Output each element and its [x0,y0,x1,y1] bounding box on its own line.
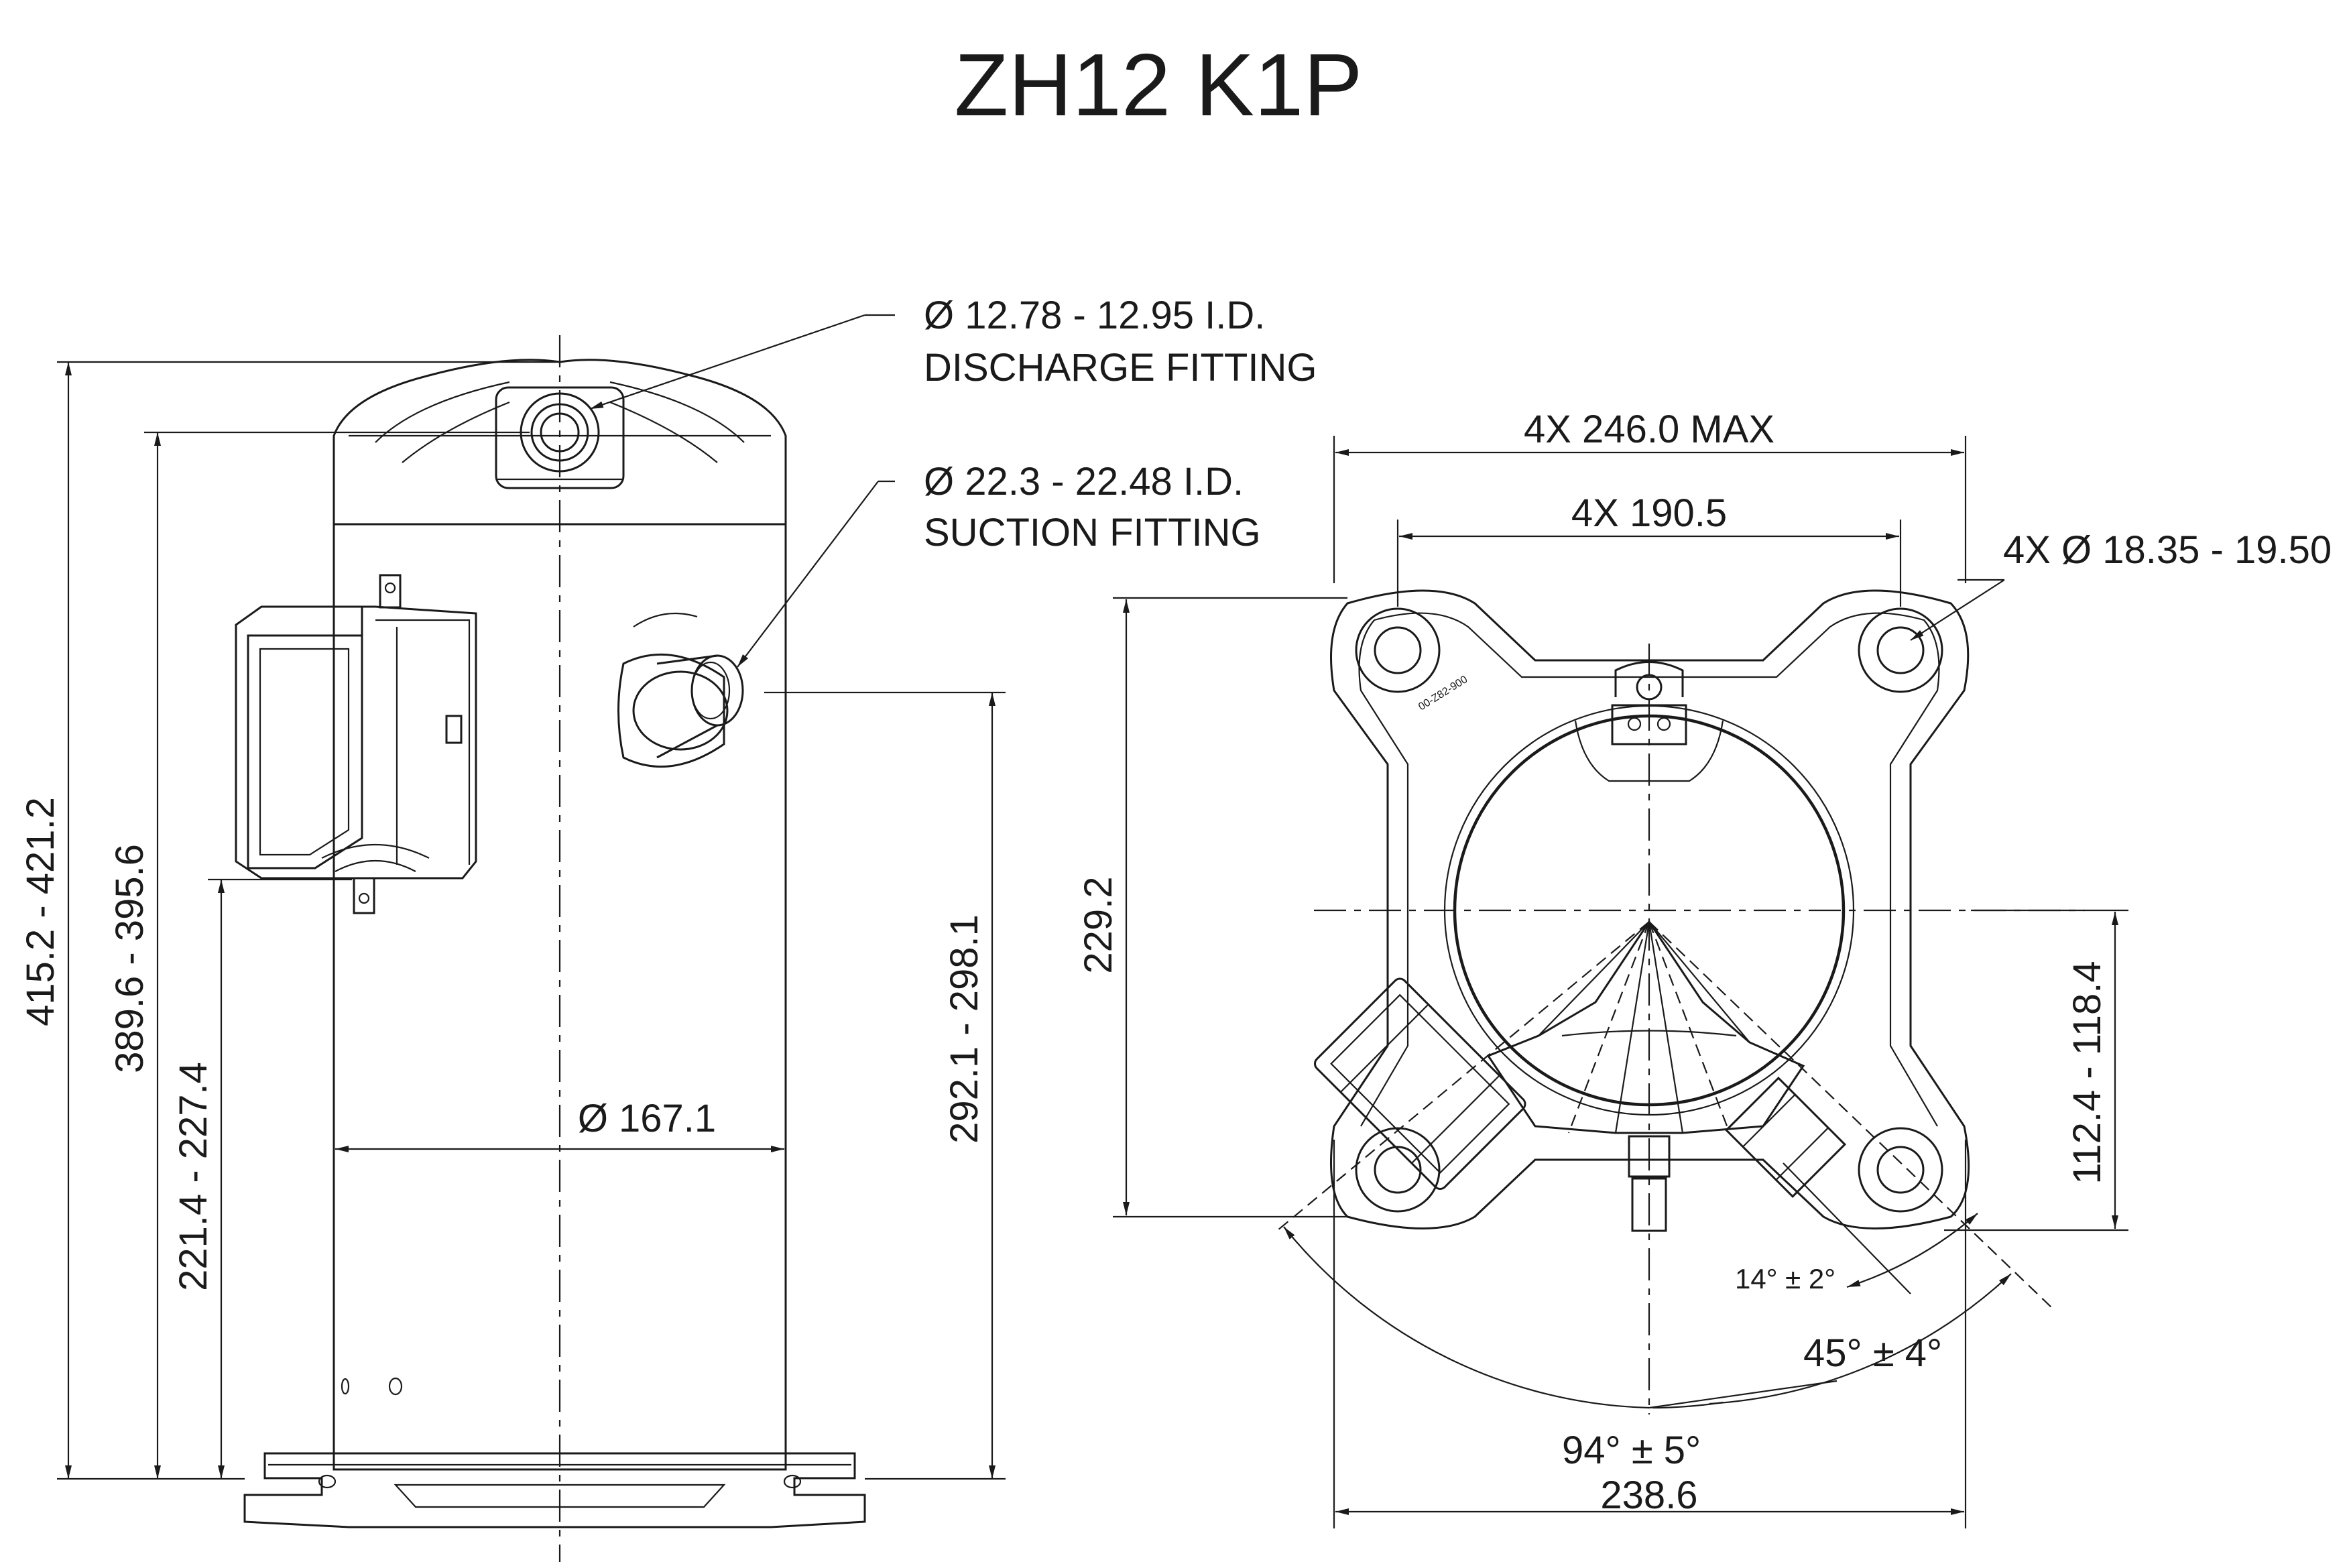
center-offset-label: 112.4 - 118.4 [2065,961,2109,1184]
mounting-hole-top-right [1858,607,1943,693]
max-width-label: 4X 246.0 MAX [1524,408,1774,451]
discharge-diameter-text: Ø 12.78 - 12.95 I.D. [924,294,1265,337]
suction-fitting [617,612,744,768]
depth-label: 229.2 [1077,876,1120,973]
top-shell-circle [1453,714,1846,1107]
part-mark: 00-Z82-900 [1416,674,1469,713]
base-width-label: 238.6 [1600,1473,1697,1517]
discharge-cone [1486,920,1805,1232]
suction-height-label: 292.1 - 298.1 [943,914,986,1144]
mount-hole-label: 4X Ø 18.35 - 19.50 [2003,528,2332,572]
fitting-callouts: Ø 12.78 - 12.95 I.D. DISCHARGE FITTING Ø… [589,294,1317,668]
drawing-title: ZH12 K1P [955,36,1363,134]
top-terminal-box [1314,977,1526,1190]
terminal-box [235,574,477,914]
discharge-fitting [495,386,625,489]
base-plate [243,1452,866,1528]
shell-dome [333,359,787,524]
discharge-height-label: 389.6 - 395.6 [108,844,152,1073]
discharge-fitting-text: DISCHARGE FITTING [924,346,1317,389]
suction-diameter-text: Ø 22.3 - 22.48 I.D. [924,460,1244,503]
top-view: 00-Z82-900 4X 246.0 MAX 4X 190.5 4X Ø 18… [1077,408,2332,1528]
bolt-spacing-label: 4X 190.5 [1571,491,1727,535]
mounting-hole-bottom-left [1355,1127,1441,1213]
angle-small-label: 14° ± 2° [1735,1263,1835,1294]
terminal-height-label: 221.4 - 227.4 [172,1062,215,1291]
angle-large-label: 94° ± 5° [1562,1429,1701,1472]
mounting-hole-bottom-right [1858,1127,1943,1213]
top-suction-fitting [1725,1076,1847,1198]
shell-diameter-label: Ø 167.1 [578,1097,716,1140]
angle-mid-label: 45° ± 4° [1803,1331,1942,1375]
top-stud [1574,661,1724,782]
side-view: Ø 167.1 415.2 - 421.2 389.6 - 395.6 221.… [19,335,1006,1562]
shell-body [333,523,787,1471]
overall-height-label: 415.2 - 421.2 [19,797,62,1026]
suction-fitting-text: SUCTION FITTING [924,511,1261,554]
mounting-hole-top-left [1355,607,1441,693]
